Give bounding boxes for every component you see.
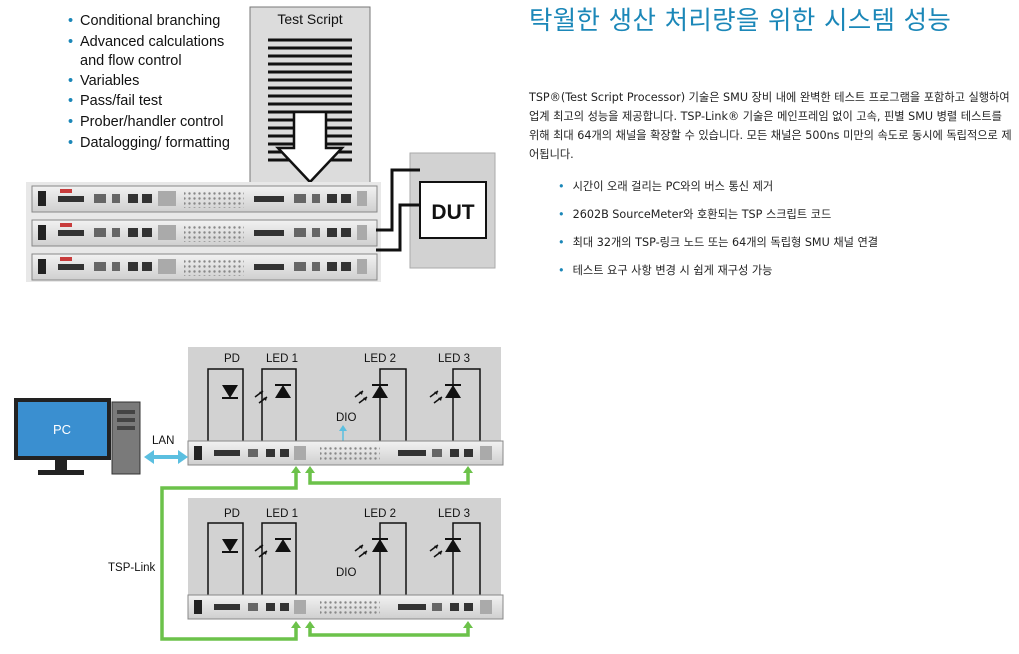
feature-item-text: 시간이 오래 걸리는 PC와의 버스 통신 제거: [572, 180, 774, 193]
tsp-feature-item: Prober/handler control: [80, 114, 223, 130]
bullet-glyph: •: [68, 73, 73, 89]
tsp-script-diagram: • Conditional branching • Advanced calcu…: [26, 6, 496, 282]
led1-label: LED 1: [266, 353, 298, 365]
tsp-feature-item: Variables: [80, 73, 139, 89]
feature-item-text: 테스트 요구 사항 변경 시 쉽게 재구성 가능: [572, 264, 773, 277]
feature-item: • 시간이 오래 걸리는 PC와의 버스 통신 제거: [558, 178, 878, 206]
test-script-title: Test Script: [277, 11, 342, 27]
test-script-document: Test Script: [249, 6, 371, 190]
section-title: 탁월한 생산 처리량을 위한 시스템 성능: [529, 6, 952, 36]
tsp-feature-item: Conditional branching: [80, 13, 220, 29]
test-panel-upper: PD LED 1 LED 2 LED 3 DIO: [188, 347, 501, 449]
section-description: TSP®(Test Script Processor) 기술은 SMU 장비 내…: [529, 91, 1012, 161]
led3-label: LED 3: [438, 508, 470, 520]
feature-item-text: 2602B SourceMeter와 호환되는 TSP 스크립트 코드: [572, 208, 832, 221]
led3-label: LED 3: [438, 353, 470, 365]
bullet-glyph: •: [68, 135, 73, 151]
bullet-glyph: •: [558, 208, 565, 221]
tsp-feature-list: • Conditional branching • Advanced calcu…: [68, 13, 230, 151]
led2-label: LED 2: [364, 508, 396, 520]
bullet-glyph: •: [558, 180, 565, 193]
test-panel-lower: PD LED 1 LED 2 LED 3 DIO: [188, 498, 501, 597]
tsp-link-system-diagram: PD LED 1 LED 2 LED 3 DIO PD LED 1 LED 2 …: [14, 347, 504, 641]
bullet-glyph: •: [68, 93, 73, 109]
tsp-feature-item: Pass/fail test: [80, 93, 162, 109]
feature-item: • 최대 32개의 TSP-링크 노드 또는 64개의 독립형 SMU 채널 연결: [558, 234, 878, 262]
feature-item-text: 최대 32개의 TSP-링크 노드 또는 64개의 독립형 SMU 채널 연결: [572, 236, 879, 249]
feature-item: • 2602B SourceMeter와 호환되는 TSP 스크립트 코드: [558, 206, 878, 234]
dut-label: DUT: [431, 201, 474, 224]
down-arrow-icon: [275, 110, 345, 184]
led2-label: LED 2: [364, 353, 396, 365]
dio-label: DIO: [336, 567, 357, 579]
bullet-glyph: •: [68, 114, 73, 130]
smu-instrument-stack: [26, 182, 381, 282]
lan-connection: [144, 450, 188, 464]
pc-computer: PC: [14, 398, 141, 475]
feature-list: • 시간이 오래 걸리는 PC와의 버스 통신 제거 • 2602B SourceM…: [558, 178, 878, 290]
bullet-glyph: •: [68, 34, 73, 50]
dio-label: DIO: [336, 412, 357, 424]
lan-label: LAN: [152, 435, 174, 447]
tsp-link-label: TSP-Link: [108, 562, 156, 574]
tsp-feature-item: Advanced calculations: [80, 34, 224, 50]
bullet-glyph: •: [68, 13, 73, 29]
bullet-glyph: •: [558, 264, 565, 277]
pc-label: PC: [53, 422, 71, 437]
tsp-feature-item: Datalogging/ formatting: [80, 135, 230, 151]
tsp-link-cables: [160, 469, 470, 641]
bullet-glyph: •: [558, 236, 565, 249]
dut-cables: [376, 168, 420, 252]
dut-fixture: DUT: [409, 152, 496, 269]
led1-label: LED 1: [266, 508, 298, 520]
pd-label: PD: [224, 353, 240, 365]
feature-item: • 테스트 요구 사항 변경 시 쉽게 재구성 가능: [558, 262, 878, 290]
tsp-feature-item: and flow control: [80, 53, 182, 69]
pd-label: PD: [224, 508, 240, 520]
